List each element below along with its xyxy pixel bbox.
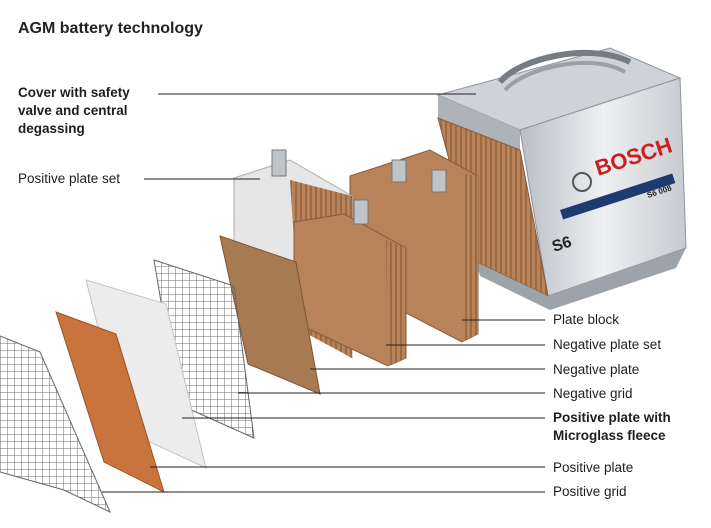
label-positive-plate-fleece: Positive plate with Microglass fleece — [553, 410, 671, 443]
leader-lines — [102, 93, 545, 493]
label-positive-plate: Positive plate — [553, 460, 634, 475]
label-positive-plate-set: Positive plate set — [18, 171, 121, 186]
battery: BOSCH S6 S6 008 — [436, 47, 687, 310]
label-plate-block: Plate block — [553, 312, 620, 327]
label-cover: Cover with safety valve and central dega… — [18, 85, 130, 136]
bosch-logo-icon — [572, 172, 592, 192]
page-title: AGM battery technology — [18, 20, 203, 37]
positive-grid — [0, 335, 111, 514]
label-negative-plate-set: Negative plate set — [553, 337, 662, 352]
label-negative-plate: Negative plate — [553, 362, 640, 377]
label-negative-grid: Negative grid — [553, 386, 633, 401]
battery-model: S6 — [550, 234, 574, 256]
label-positive-grid: Positive grid — [553, 484, 627, 499]
